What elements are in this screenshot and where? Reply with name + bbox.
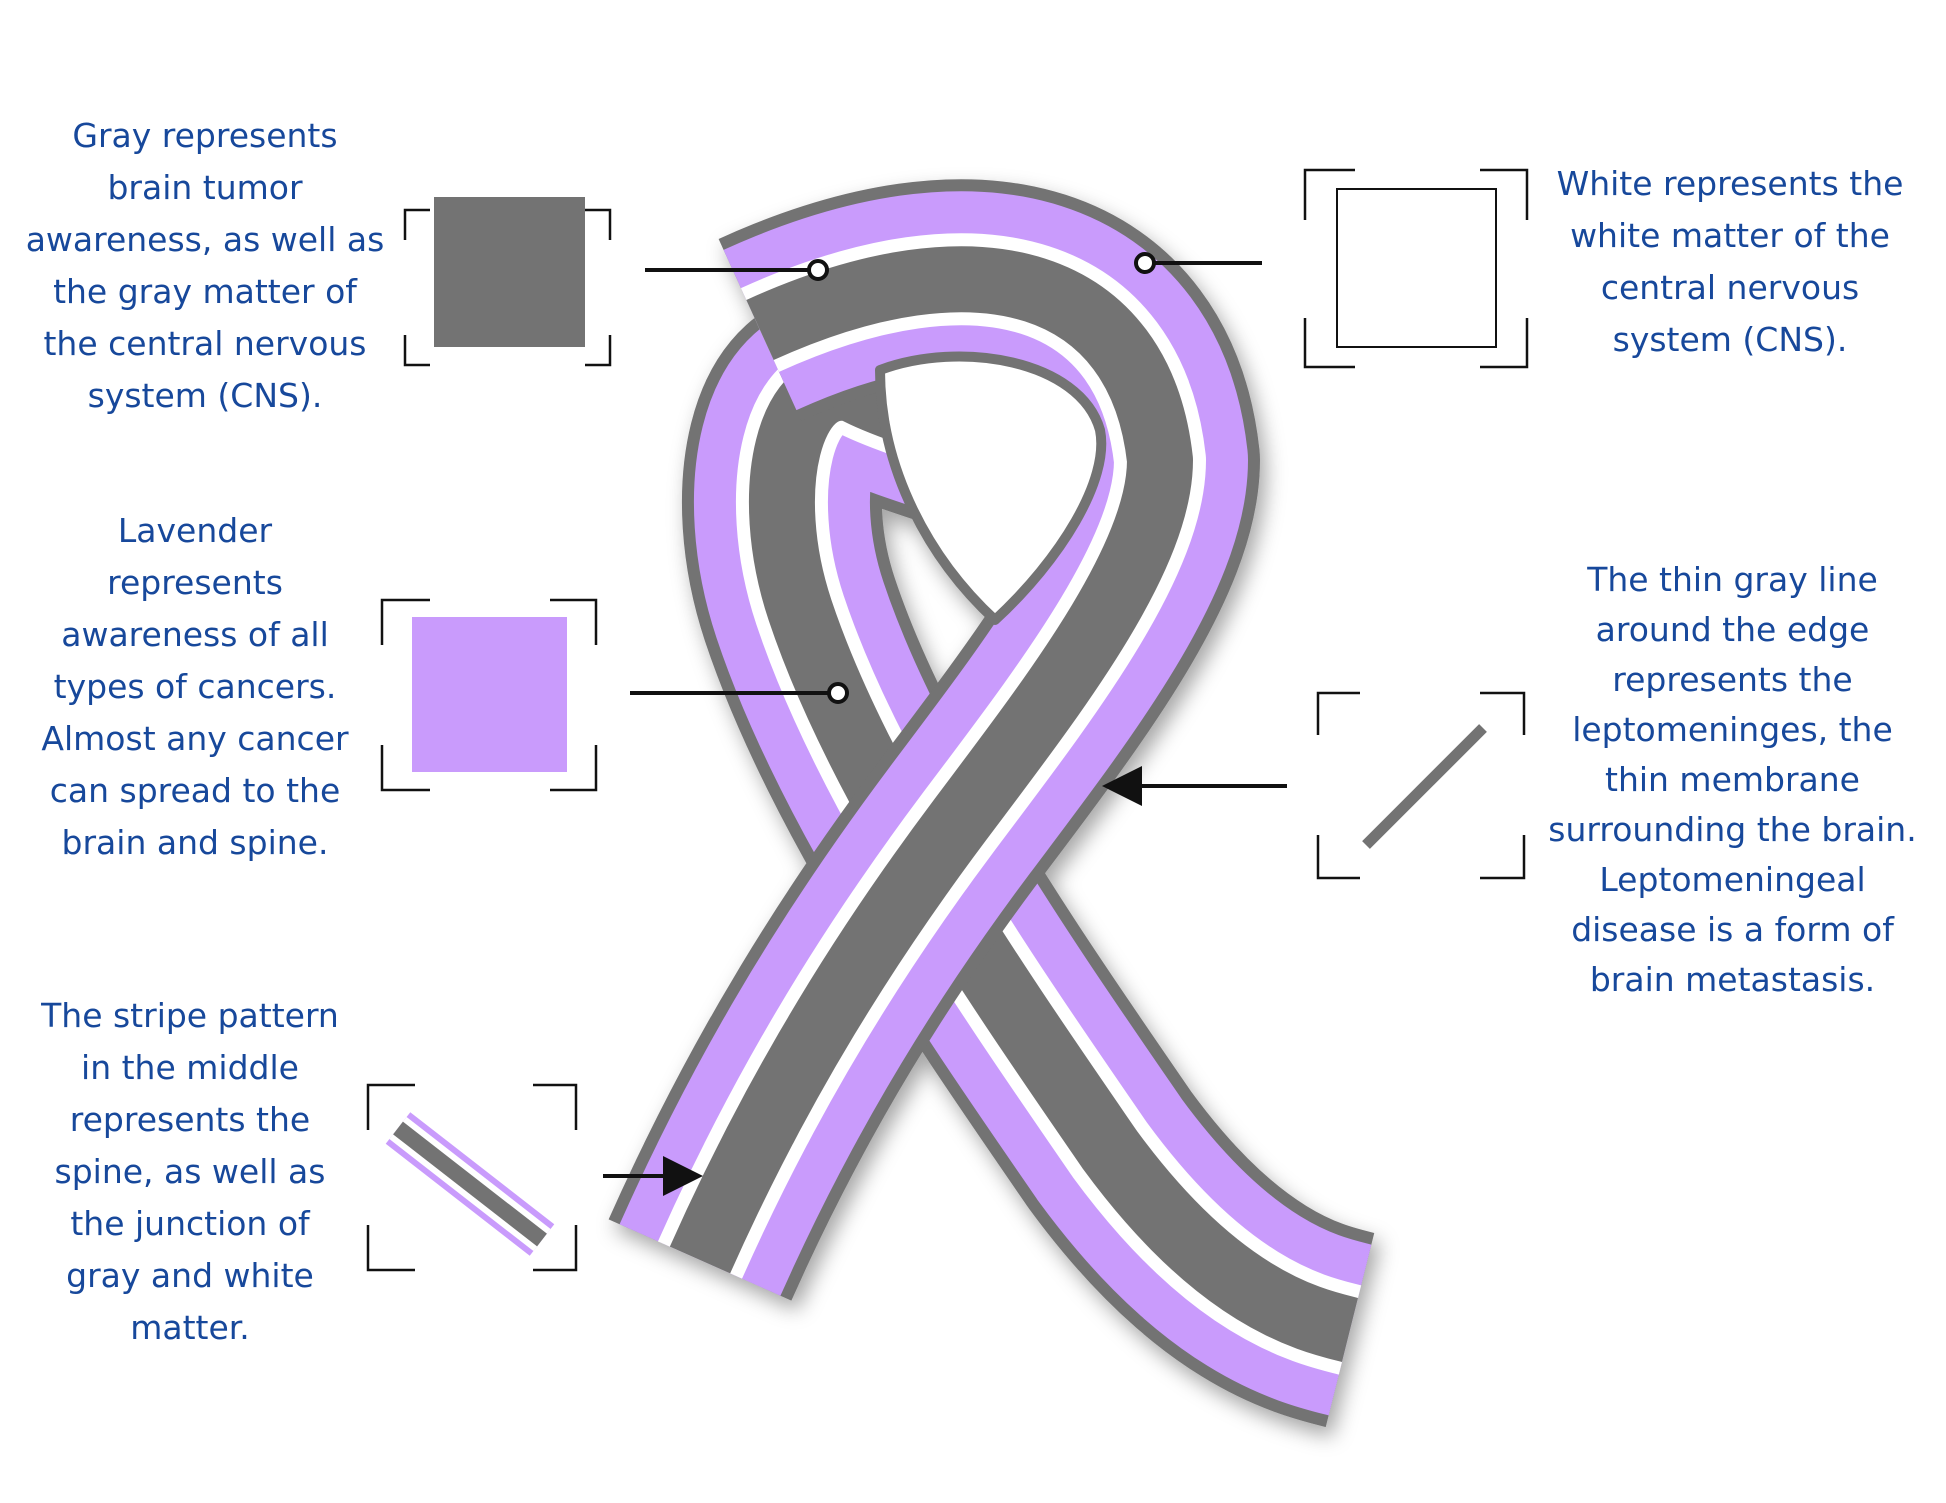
edge-line-swatch-group — [1316, 691, 1526, 880]
lavender-pointer — [630, 682, 849, 704]
stripe-caption: The stripe pattern in the middle represe… — [41, 996, 339, 1347]
edge-line-caption: The thin gray line around the edge repre… — [1548, 560, 1917, 999]
gray-swatch-group — [403, 197, 612, 367]
ribbon-loop-hole — [875, 351, 1107, 625]
lavender-swatch-group — [380, 598, 598, 792]
white-swatch — [1336, 188, 1497, 348]
gray-swatch — [434, 197, 585, 347]
white-pointer — [1134, 252, 1262, 274]
white-caption: White represents the white matter of the… — [1556, 164, 1904, 359]
lavender-caption: Lavender represents awareness of all typ… — [41, 511, 349, 862]
ribbon — [608, 179, 1375, 1428]
ribbon-right-band — [608, 179, 1260, 1301]
stripe-swatch-group — [366, 1083, 578, 1272]
white-swatch-group — [1303, 168, 1529, 369]
lavender-swatch — [412, 617, 567, 772]
gray-pointer — [645, 259, 829, 281]
stripe-pattern-swatch — [385, 1112, 555, 1256]
gray-caption: Gray represents brain tumor awareness, a… — [25, 116, 385, 415]
gray-edge-line-swatch — [1362, 724, 1487, 849]
